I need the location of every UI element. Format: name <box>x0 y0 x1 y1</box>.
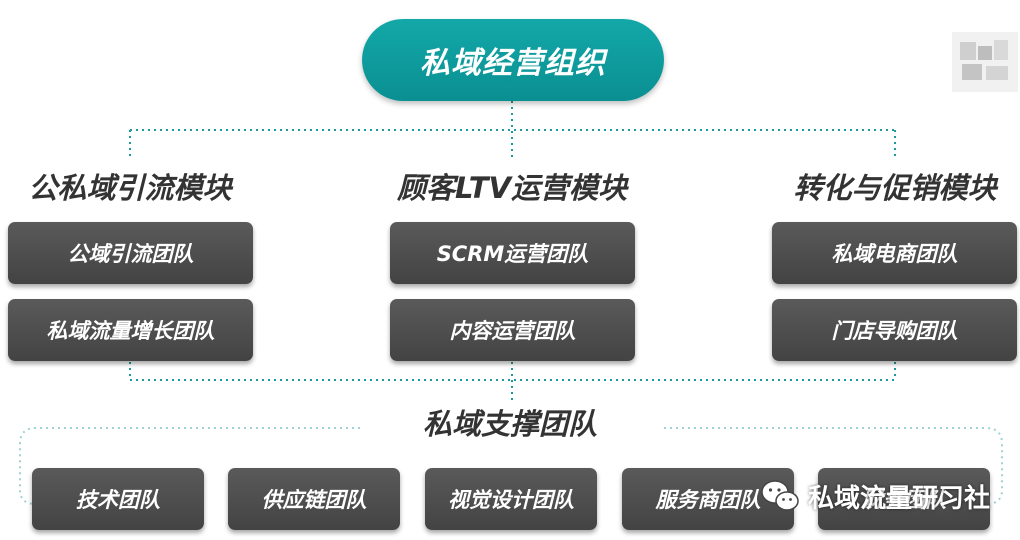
team-supply-chain: 供应链团队 <box>228 468 400 530</box>
module-title-conversion: 转化与促销模块 <box>793 171 997 205</box>
team-private-growth: 私域流量增长团队 <box>8 299 253 361</box>
team-tech: 技术团队 <box>32 468 204 530</box>
watermark-text: 私域流量研习社 <box>808 483 991 514</box>
blurred-thumbnail <box>952 32 1018 92</box>
team-store-guide: 门店导购团队 <box>772 299 1017 361</box>
team-finance: 财务团队 <box>818 468 990 530</box>
team-visual-design: 视觉设计团队 <box>425 468 597 530</box>
module-title-traffic: 公私域引流模块 <box>28 171 232 205</box>
watermark: 私域流量研习社 <box>760 476 990 516</box>
module-title-ltv: 顾客LTV运营模块 <box>397 171 627 205</box>
root-label: 私域经营组织 <box>420 46 606 81</box>
root-node: 私域经营组织 <box>362 19 664 101</box>
team-ecommerce: 私域电商团队 <box>772 222 1017 284</box>
support-title: 私域支撑团队 <box>422 407 597 441</box>
team-scrm: SCRM运营团队 <box>390 222 635 284</box>
wechat-icon <box>761 480 799 511</box>
support-frame <box>19 427 1003 505</box>
team-public-traffic: 公域引流团队 <box>8 222 253 284</box>
team-content: 内容运营团队 <box>390 299 635 361</box>
